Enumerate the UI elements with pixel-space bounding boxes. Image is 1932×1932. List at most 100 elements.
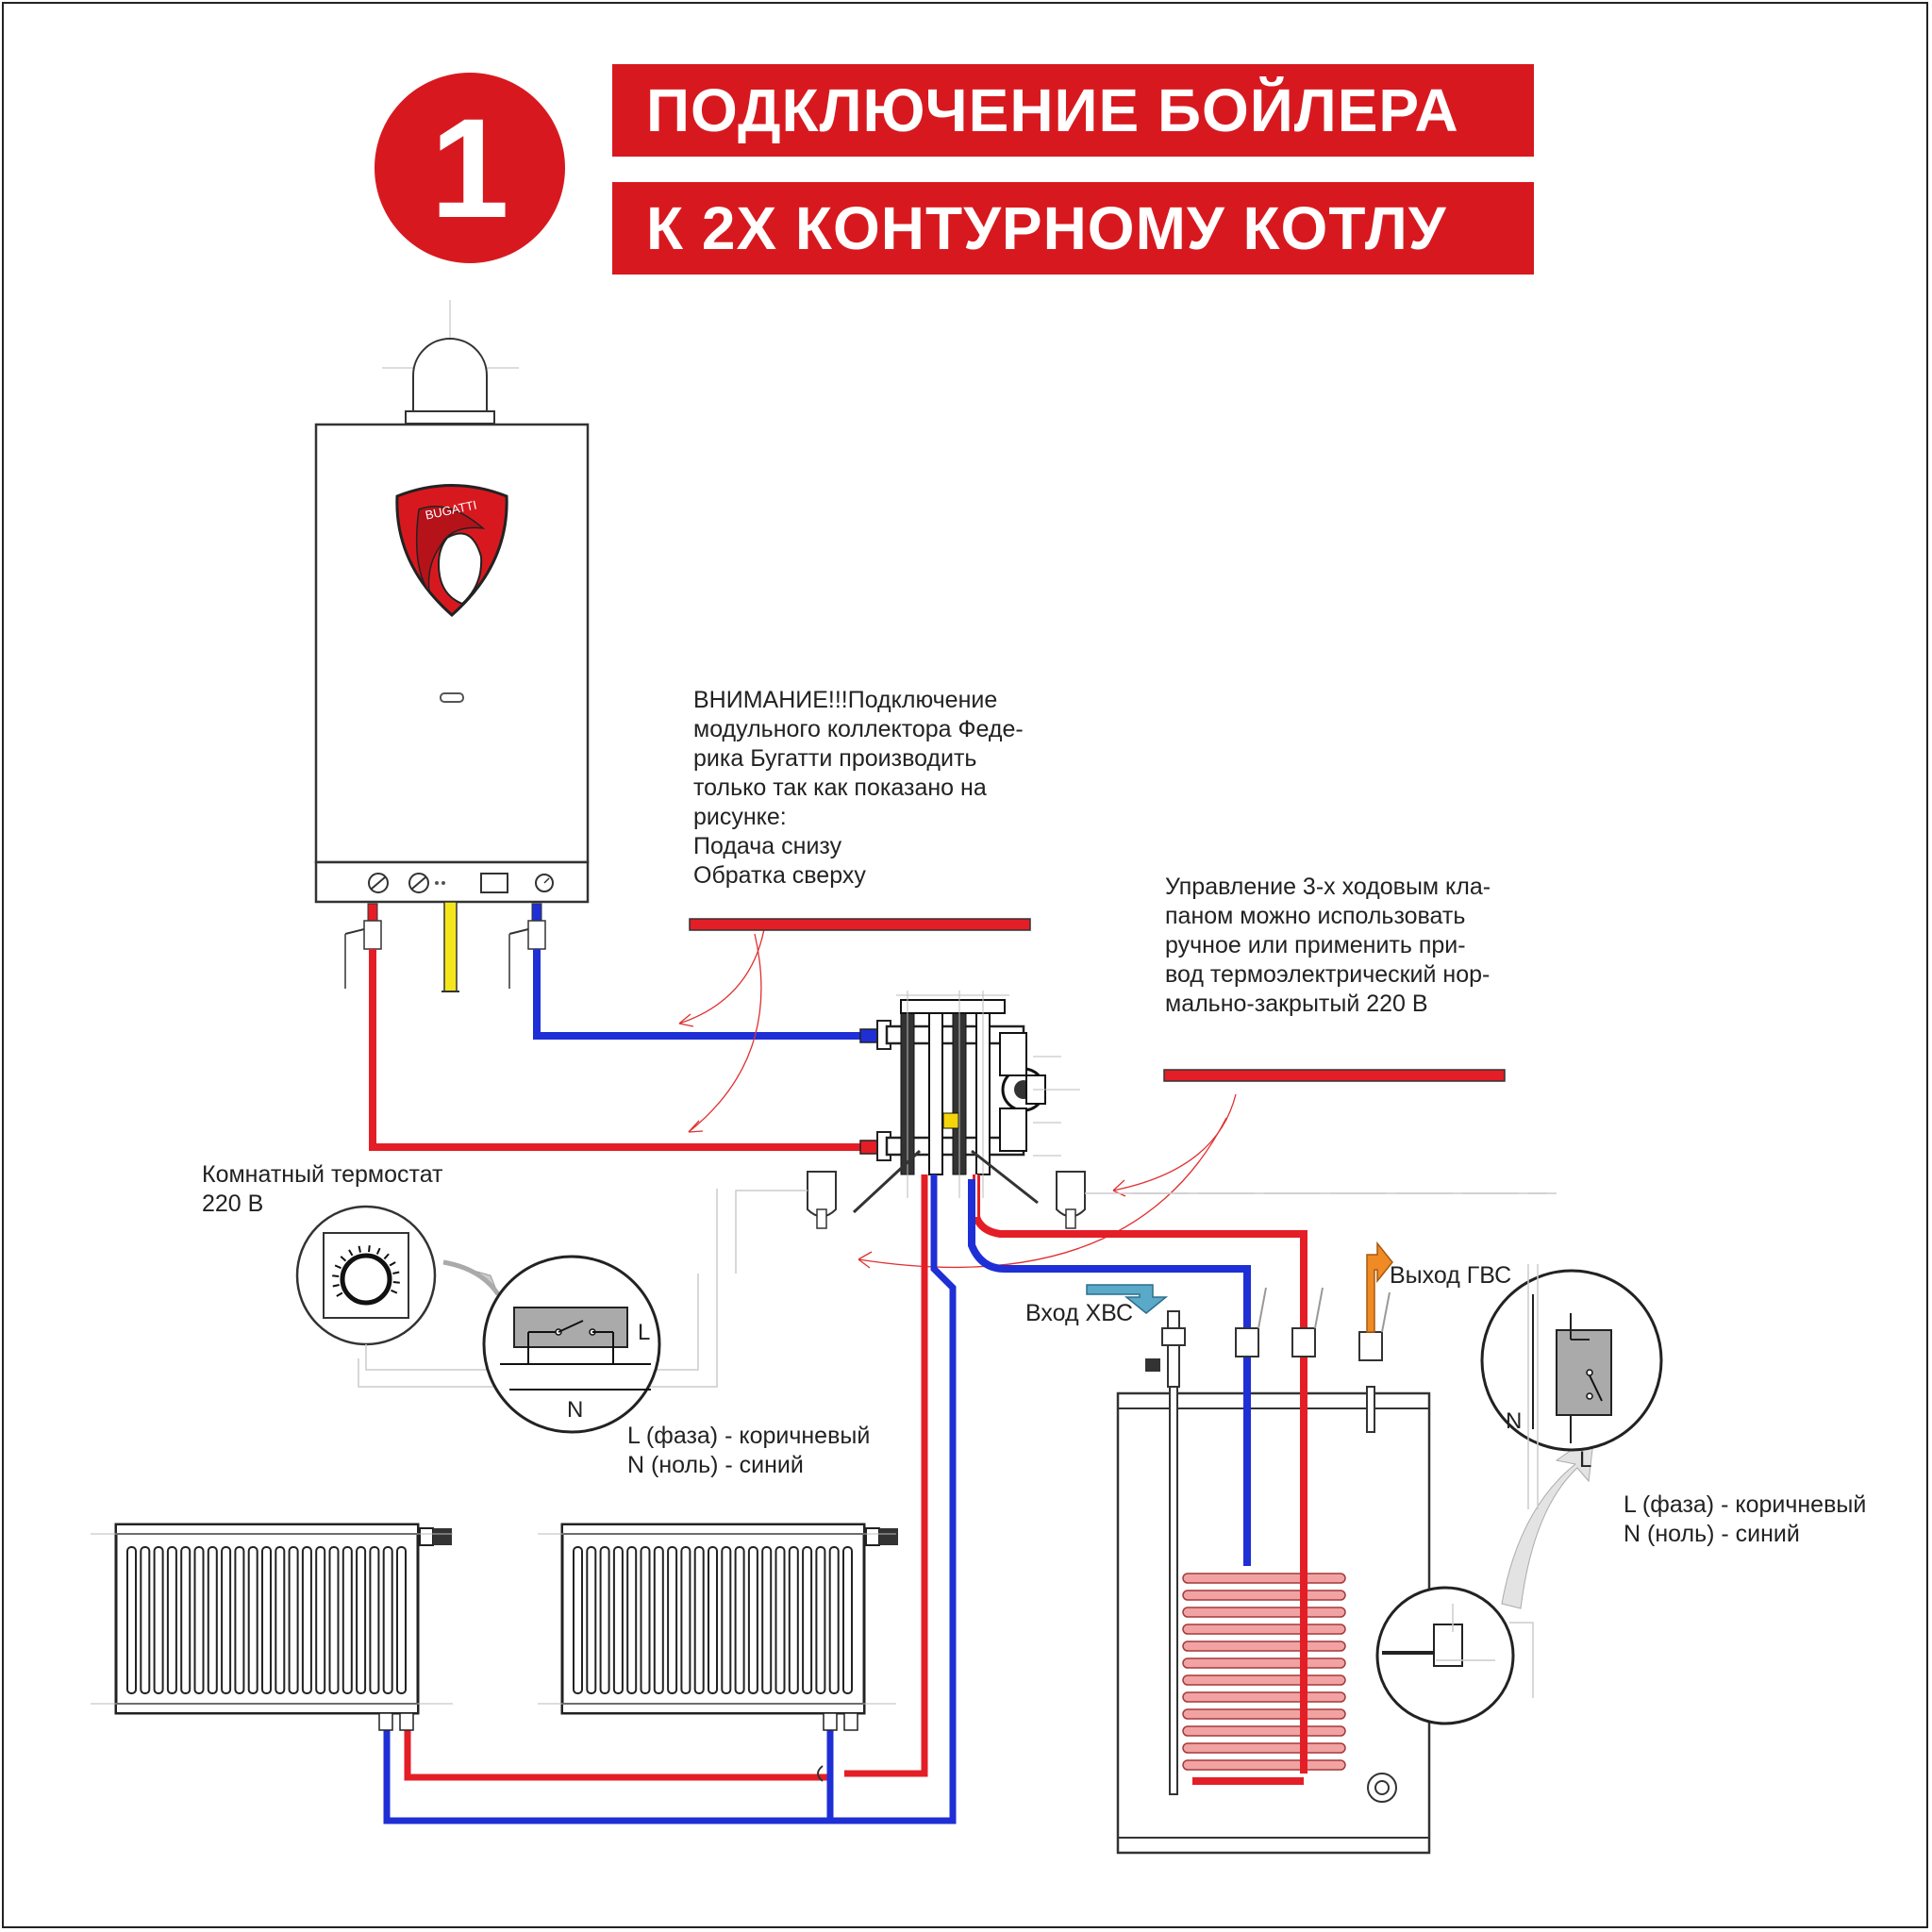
note-pointer-arrows — [678, 928, 1237, 1269]
dial-tick — [383, 1253, 390, 1260]
coil-turn — [1182, 1674, 1346, 1686]
radiator-fin — [573, 1546, 583, 1694]
radiator-fin — [341, 1546, 353, 1694]
radiator-fin — [761, 1546, 773, 1694]
cold-water-dip-tube — [1169, 1386, 1178, 1795]
coil-turn — [1182, 1759, 1346, 1771]
radiator-fin — [247, 1546, 258, 1694]
radiator-fin — [640, 1546, 651, 1694]
title-line-2: К 2Х КОНТУРНОМУ КОТЛУ — [612, 182, 1534, 275]
radiator-fin — [667, 1546, 678, 1694]
wiring-colors-left: L (фаза) - коричневый N (ноль) - синий — [627, 1423, 871, 1478]
bugatti-shield-logo: BUGATTI — [395, 484, 508, 618]
hot-water-out-arrow-icon — [1366, 1241, 1393, 1333]
radiator-fin — [828, 1546, 840, 1694]
radiator-fin — [396, 1546, 407, 1694]
hot-outlet-valve-icon — [1358, 1331, 1383, 1361]
radiator-right — [538, 1523, 898, 1715]
dial-tick — [392, 1281, 400, 1284]
radiator-right-thermo-head-icon — [865, 1527, 880, 1546]
radiator-fin — [356, 1546, 367, 1694]
title-line-1: ПОДКЛЮЧЕНИЕ БОЙЛЕРА — [612, 64, 1534, 157]
radiator-fin — [626, 1546, 638, 1694]
boiler-display-icon — [480, 873, 508, 893]
supply-pipe — [369, 949, 860, 1151]
radiator-fin — [315, 1546, 326, 1694]
boiler-supply-valve-icon — [363, 920, 382, 950]
boiler-pipework — [369, 949, 860, 1151]
cold-water-in-arrow-icon — [1086, 1284, 1169, 1314]
thermostat-dial-icon — [340, 1253, 392, 1306]
radiator-fin — [842, 1546, 853, 1694]
radiator-fin — [382, 1546, 393, 1694]
radiator-fin — [734, 1546, 745, 1694]
coil-supply-valve-icon — [1291, 1327, 1316, 1357]
radiator-fin — [708, 1546, 718, 1694]
svg-text:L: L — [1579, 1447, 1591, 1473]
radiator-fin — [774, 1546, 786, 1694]
flue-dome-icon — [412, 338, 488, 414]
room-thermostat: L N — [295, 1189, 718, 1434]
reference-bar-left — [689, 918, 1031, 931]
storage-tank: N L — [1086, 1234, 1663, 1855]
coil-turn — [1182, 1708, 1346, 1720]
dial-tick — [340, 1256, 347, 1262]
cold-water-in-label: Вход ХВС — [1025, 1300, 1134, 1326]
radiator-pipework — [383, 1174, 957, 1824]
radiator-fin — [586, 1546, 597, 1694]
radiator-fin — [693, 1546, 705, 1694]
dial-tick — [332, 1284, 340, 1288]
tank-pipework — [968, 1174, 1307, 1566]
radiator-left-thermo-head-icon — [419, 1527, 434, 1546]
radiator-fin — [207, 1546, 218, 1694]
dial-tick — [375, 1247, 381, 1255]
hot-water-out-label: Выход ГВС — [1390, 1262, 1512, 1289]
radiator-fin — [815, 1546, 826, 1694]
radiator-fin — [680, 1546, 691, 1694]
radiator-fin — [180, 1546, 192, 1694]
radiator-fin — [126, 1546, 137, 1694]
dial-tick — [368, 1245, 371, 1253]
radiator-fin — [653, 1546, 664, 1694]
return-pipe — [533, 949, 860, 1040]
coil-turn — [1182, 1742, 1346, 1754]
radiator-fin — [788, 1546, 799, 1694]
radiator-left — [91, 1523, 453, 1715]
step-number-badge: 1 — [375, 73, 565, 263]
radiator-fin — [166, 1546, 177, 1694]
radiator-fin — [301, 1546, 312, 1694]
radiator-fin — [221, 1546, 232, 1694]
radiator-fin — [234, 1546, 245, 1694]
radiator-fin — [612, 1546, 624, 1694]
modular-manifold — [852, 991, 1080, 1214]
reference-bar-right — [1163, 1069, 1506, 1082]
radiator-fin — [599, 1546, 610, 1694]
radiator-fin — [193, 1546, 205, 1694]
coil-turn — [1182, 1691, 1346, 1703]
dial-tick — [358, 1245, 361, 1253]
radiator-fin — [275, 1546, 286, 1694]
three-way-valve-icon — [942, 1112, 959, 1129]
svg-text:L: L — [638, 1320, 650, 1345]
radiator-fin — [328, 1546, 340, 1694]
coil-turn — [1182, 1657, 1346, 1669]
radiator-fin — [140, 1546, 151, 1694]
wiring-colors-right: L (фаза) - коричневый N (ноль) - синий — [1624, 1491, 1867, 1547]
dial-tick — [392, 1271, 400, 1274]
hot-water-outlet-pipe — [1366, 1386, 1375, 1433]
gas-pipe — [443, 901, 458, 992]
dial-tick — [389, 1261, 396, 1267]
dial-tick — [391, 1289, 398, 1294]
thermo-actuators — [735, 1171, 1557, 1274]
svg-text:N: N — [1506, 1408, 1522, 1434]
radiator-fin — [288, 1546, 299, 1694]
boiler-control-panel — [314, 860, 590, 904]
dial-tick — [334, 1264, 341, 1270]
coil-turn — [1182, 1573, 1346, 1584]
coil-turn — [1182, 1607, 1346, 1618]
radiator-fin — [369, 1546, 380, 1694]
room-thermostat-label: Комнатный термостат 220 В — [202, 1161, 443, 1217]
gas-boiler: BUGATTI — [314, 300, 590, 992]
radiator-fin — [153, 1546, 164, 1694]
